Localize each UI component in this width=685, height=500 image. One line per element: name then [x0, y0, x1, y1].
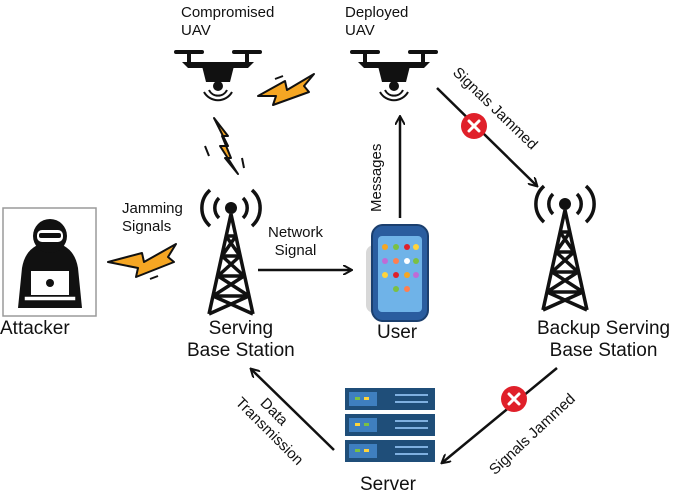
tower-icon — [200, 188, 262, 316]
x-mark-icon — [499, 384, 529, 414]
tower-icon — [534, 184, 596, 312]
attacker-label: Attacker — [0, 318, 70, 339]
serving-base-station-label: Serving Base Station — [187, 318, 295, 361]
lightning-icon — [107, 243, 177, 280]
deployed-uav-label: Deployed UAV — [345, 4, 409, 39]
compromised-uav-label: Compromised UAV — [181, 4, 275, 39]
phone-icon — [366, 224, 429, 322]
laptop-icon — [23, 269, 77, 302]
jammed-arrow-to-server — [443, 367, 558, 462]
uav-icon — [349, 49, 439, 102]
uav-icon — [173, 49, 263, 102]
backup-serving-base-station-label: Backup Serving Base Station — [537, 318, 671, 361]
messages-label: Messages — [368, 143, 385, 212]
lightning-icon — [257, 73, 315, 106]
jammed-arrow-to-backup — [436, 87, 536, 185]
user-label: User — [377, 322, 418, 343]
data-transmission-arrow — [252, 370, 335, 451]
server-label: Server — [360, 474, 416, 495]
network-signal-label: Network Signal — [268, 224, 324, 259]
server-icon — [345, 388, 435, 462]
lightning-icon — [204, 117, 245, 175]
x-mark-icon — [459, 111, 489, 141]
jamming-signals-label: Jamming Signals — [122, 200, 183, 235]
